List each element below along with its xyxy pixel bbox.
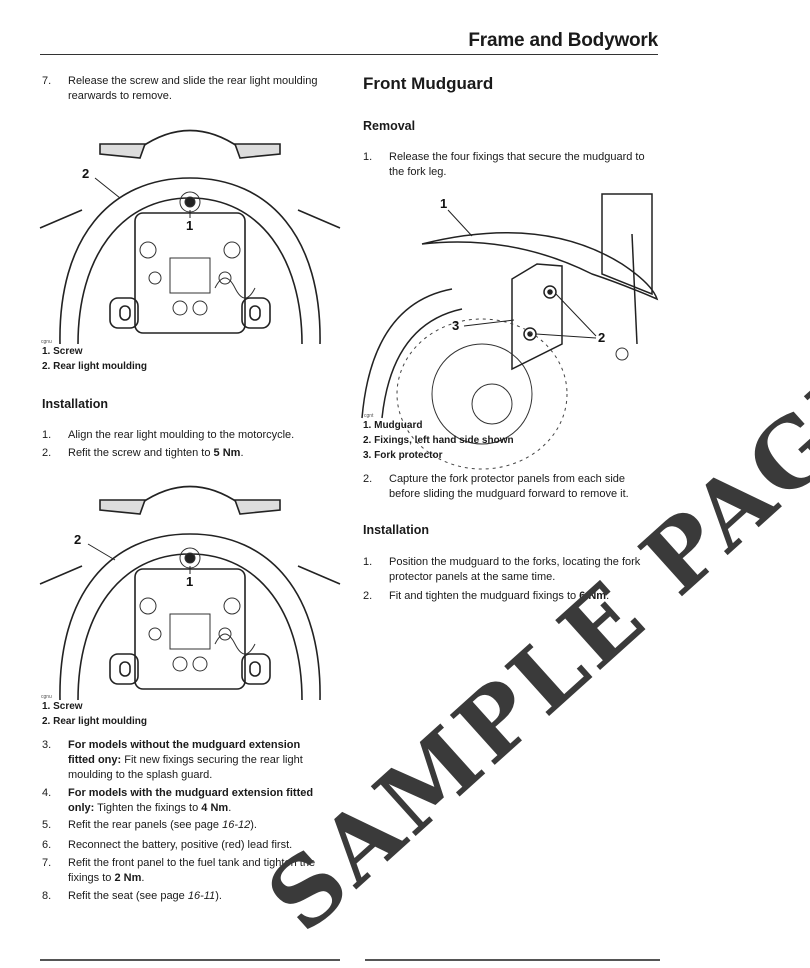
step-number: 7. <box>42 75 52 87</box>
step-7-refit: 7. Refit the front panel to the fuel tan… <box>42 856 352 886</box>
figure-ident: cgnu <box>41 339 52 345</box>
page-title: Frame and Bodywork <box>468 30 658 51</box>
callout-1: 1 <box>440 196 447 211</box>
callout-3: 3 <box>452 318 459 333</box>
caption-fork-protector: 3. Fork protector <box>363 450 443 461</box>
step-text: only: Tighten the fixings to 4 Nm. <box>68 802 232 814</box>
removal-heading: Removal <box>363 119 416 133</box>
step-number: 1. <box>42 429 52 441</box>
step-5: 5. Refit the rear panels (see page 16-12… <box>42 818 342 834</box>
footer-rule-left <box>40 959 340 961</box>
caption-screw: 1. Screw <box>42 701 83 712</box>
step-text: Release the four fixings that secure the… <box>389 151 645 163</box>
rear-light-moulding-figure-2: 2 1 <box>39 485 341 701</box>
figure-ident: cgnu <box>41 694 52 700</box>
step-text: rearwards to remove. <box>68 90 172 102</box>
caption-fixings: 2. Fixings, left hand side shown <box>363 435 514 446</box>
step-4: 4. For models with the mudguard extensio… <box>42 786 352 816</box>
install-step-1: 1. Align the rear light moulding to the … <box>42 428 342 444</box>
caption-rear-light-moulding: 2. Rear light moulding <box>42 361 148 372</box>
step-number: 2. <box>42 447 52 459</box>
step-text: before sliding the mudguard forward to r… <box>389 488 629 500</box>
step-number: 1. <box>363 151 373 163</box>
step-text: Capture the fork protector panels from e… <box>389 473 626 485</box>
step-text: For models with the mudguard extension f… <box>68 787 314 799</box>
step-number: 2. <box>363 590 373 602</box>
step-number: 4. <box>42 787 52 799</box>
step-text: Release the screw and slide the rear lig… <box>68 75 318 87</box>
section-heading-front-mudguard: Front Mudguard <box>363 74 494 93</box>
step-number: 1. <box>363 556 373 568</box>
torque-value: 5 Nm <box>213 447 241 459</box>
step-text: fixings to 2 Nm. <box>68 872 145 884</box>
front-mudguard-figure: 1 2 3 <box>361 193 659 470</box>
installation-heading-right: Installation <box>363 523 429 537</box>
step-text: Refit the seat (see page 16-11). <box>68 890 222 902</box>
step-number: 5. <box>42 819 52 831</box>
step-text: fitted ony: Fit new fixings securing the… <box>68 754 303 766</box>
step-7-remove: 7. Release the screw and slide the rear … <box>42 74 342 104</box>
footer-rule-right <box>365 959 660 961</box>
step-text: Fit and tighten the mudguard fixings to … <box>389 590 610 602</box>
install-step-1-right: 1. Position the mudguard to the forks, l… <box>363 555 663 585</box>
callout-2: 2 <box>82 166 89 181</box>
callout-1: 1 <box>186 218 193 233</box>
caption-rear-light-moulding: 2. Rear light moulding <box>42 716 148 727</box>
step-text: Refit the front panel to the fuel tank a… <box>68 857 316 869</box>
caption-mudguard: 1. Mudguard <box>363 420 423 431</box>
step-text: Refit the rear panels (see page 16-12). <box>68 819 257 831</box>
step-number: 8. <box>42 890 52 902</box>
callout-1: 1 <box>186 574 193 589</box>
rear-light-moulding-figure-1: 2 1 <box>39 129 341 345</box>
callout-2: 2 <box>598 330 605 345</box>
step-number: 7. <box>42 857 52 869</box>
step-number: 2. <box>363 473 373 485</box>
figure-ident: cgnt <box>364 413 374 419</box>
installation-heading: Installation <box>42 397 108 411</box>
header-rule <box>40 54 658 55</box>
step-text: the fork leg. <box>389 166 447 178</box>
step-3: 3. For models without the mudguard exten… <box>42 738 342 782</box>
step-text: Position the mudguard to the forks, loca… <box>389 556 641 568</box>
step-number: 3. <box>42 739 52 751</box>
step-text: protector panels at the same time. <box>389 571 556 583</box>
step-6: 6. Reconnect the battery, positive (red)… <box>42 838 342 854</box>
removal-step-2: 2. Capture the fork protector panels fro… <box>363 472 663 502</box>
step-8: 8. Refit the seat (see page 16-11). <box>42 889 342 905</box>
caption-screw: 1. Screw <box>42 346 83 357</box>
removal-step-1: 1. Release the four fixings that secure … <box>363 150 663 180</box>
install-step-2-right: 2. Fit and tighten the mudguard fixings … <box>363 589 663 605</box>
step-text: Reconnect the battery, positive (red) le… <box>68 839 293 851</box>
step-text: For models without the mudguard extensio… <box>68 739 301 751</box>
callout-2: 2 <box>74 532 81 547</box>
step-text: Align the rear light moulding to the mot… <box>68 429 295 441</box>
install-step-2: 2. Refit the screw and tighten to 5 Nm. <box>42 446 342 462</box>
step-text: Refit the screw and tighten to 5 Nm. <box>68 447 244 459</box>
step-text: moulding to the splash guard. <box>68 769 213 781</box>
step-number: 6. <box>42 839 52 851</box>
